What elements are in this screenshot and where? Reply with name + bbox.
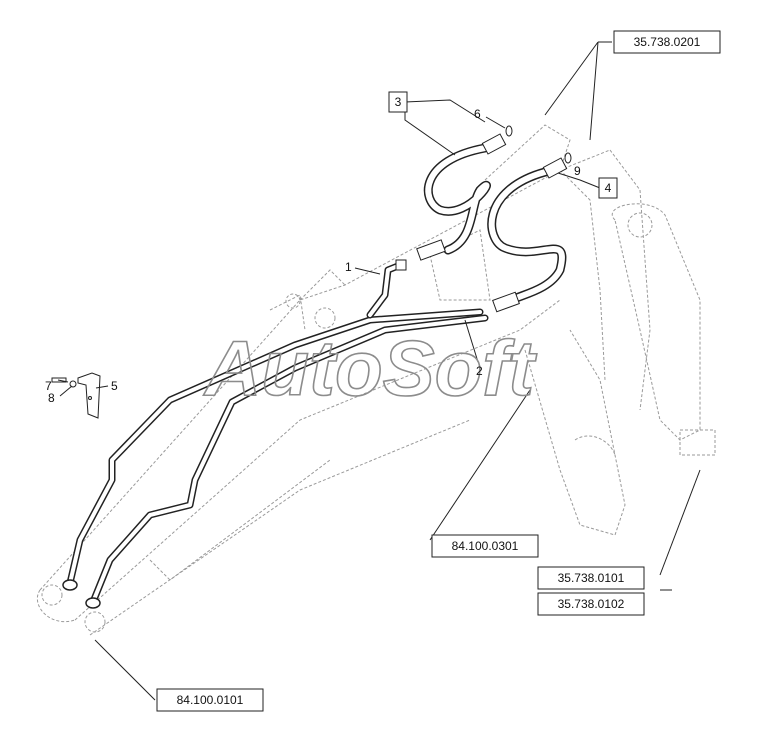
hose-part-3	[416, 133, 507, 261]
callout-8: 8	[48, 391, 55, 405]
boom-pipes	[62, 308, 489, 609]
callout-2: 2	[476, 364, 483, 378]
callout-9: 9	[574, 164, 581, 178]
ref-box-mid[interactable]: 84.100.0301	[431, 534, 539, 558]
ref-box-right-b[interactable]: 35.738.0102	[537, 592, 645, 616]
ref-label-top: 35.738.0201	[634, 35, 701, 49]
callout-box-3[interactable]: 3	[388, 91, 408, 113]
dipper-arm-outline	[524, 149, 716, 536]
hose-part-4	[487, 157, 568, 313]
bracket-assembly	[51, 372, 101, 419]
pipe-part-1	[366, 259, 407, 319]
callout-3: 3	[395, 95, 402, 109]
ref-label-right-b: 35.738.0102	[558, 597, 625, 611]
watermark: AutoSoft	[203, 324, 537, 412]
callout-4: 4	[605, 181, 612, 195]
ref-box-top[interactable]: 35.738.0201	[613, 30, 721, 54]
ref-box-bottom[interactable]: 84.100.0101	[156, 688, 264, 712]
o-rings	[505, 125, 572, 164]
ref-label-mid: 84.100.0301	[452, 539, 519, 553]
callout-box-4[interactable]: 4	[598, 177, 618, 199]
ref-label-right-a: 35.738.0101	[558, 571, 625, 585]
ref-label-bottom: 84.100.0101	[177, 693, 244, 707]
ref-box-right-a[interactable]: 35.738.0101	[537, 566, 645, 590]
callout-6: 6	[474, 107, 481, 121]
callout-7: 7	[45, 379, 52, 393]
callout-5: 5	[111, 379, 118, 393]
callout-1: 1	[345, 260, 352, 274]
